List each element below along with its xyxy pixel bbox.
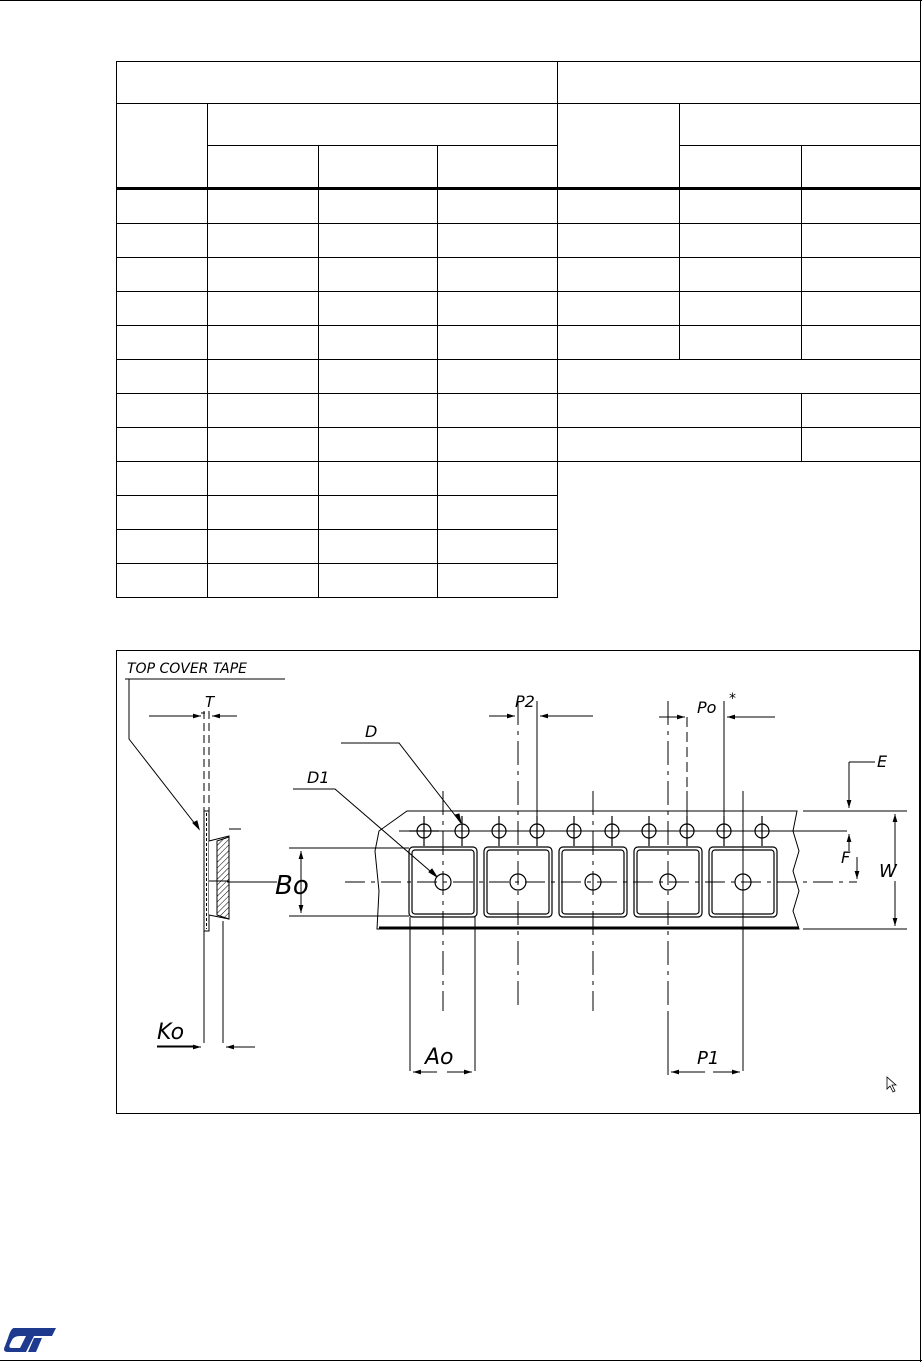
d1-leader xyxy=(293,788,438,878)
table-header-row xyxy=(116,61,921,104)
table-header-cell xyxy=(557,103,680,190)
cursor-icon xyxy=(886,1076,898,1093)
po-label: Po xyxy=(697,698,717,717)
table-row xyxy=(116,257,921,292)
footer-rule xyxy=(0,1360,922,1361)
table-row xyxy=(116,223,921,258)
d-leader xyxy=(341,742,462,824)
table-row xyxy=(116,529,921,564)
table-row xyxy=(116,427,921,462)
table-header-cell xyxy=(318,145,438,190)
e-label: E xyxy=(877,752,888,771)
table-row xyxy=(116,461,921,496)
d-label: D xyxy=(365,722,377,741)
po-asterisk: * xyxy=(729,691,736,707)
t-label: T xyxy=(205,693,216,711)
st-logo xyxy=(4,1328,56,1352)
e-dimension xyxy=(846,761,875,851)
table-header-cell xyxy=(116,61,558,104)
table-row xyxy=(116,393,921,428)
header-rule xyxy=(0,0,922,1)
table-header-cell xyxy=(437,145,558,190)
ko-label: Ko xyxy=(157,1020,184,1045)
table-header-row xyxy=(117,145,921,190)
w-dimension xyxy=(803,810,907,930)
table-row xyxy=(116,325,921,360)
p1-dimension xyxy=(667,1011,740,1075)
table-header-cell xyxy=(557,61,921,104)
table-header-cell xyxy=(207,103,558,146)
table-header-cell xyxy=(679,145,802,190)
bo-label: Bo xyxy=(275,871,309,901)
table-row xyxy=(116,188,921,224)
sprocket-holes xyxy=(409,816,770,846)
table-header-cell xyxy=(207,145,319,190)
table-row xyxy=(116,563,921,598)
f-label: F xyxy=(841,848,851,867)
tape-dimensions-table xyxy=(116,61,921,598)
p1-label: P1 xyxy=(697,1048,719,1069)
table-row xyxy=(116,359,921,394)
p2-label: P2 xyxy=(515,692,535,711)
side-view: TOP COVER TAPE T Ko xyxy=(125,661,285,1050)
table-row xyxy=(116,495,921,530)
ao-label: Ao xyxy=(423,1045,454,1070)
po-dimension xyxy=(659,714,775,791)
table-header-cell xyxy=(801,145,921,190)
table-header-cell xyxy=(116,103,208,190)
table-header-cell xyxy=(679,103,921,146)
pocket-axes xyxy=(409,701,744,1071)
top-cover-tape-label: TOP COVER TAPE xyxy=(127,661,247,677)
top-view-tape xyxy=(374,810,847,930)
table-header-row xyxy=(116,103,921,190)
tape-drawing-svg: TOP COVER TAPE T Ko Bo xyxy=(125,661,907,1093)
w-label: W xyxy=(879,861,898,882)
carrier-tape-drawing: TOP COVER TAPE T Ko Bo xyxy=(116,650,920,1114)
bo-dimension xyxy=(289,847,409,917)
d1-label: D1 xyxy=(307,768,330,787)
page-edge xyxy=(920,0,921,1362)
table-row xyxy=(116,291,921,326)
